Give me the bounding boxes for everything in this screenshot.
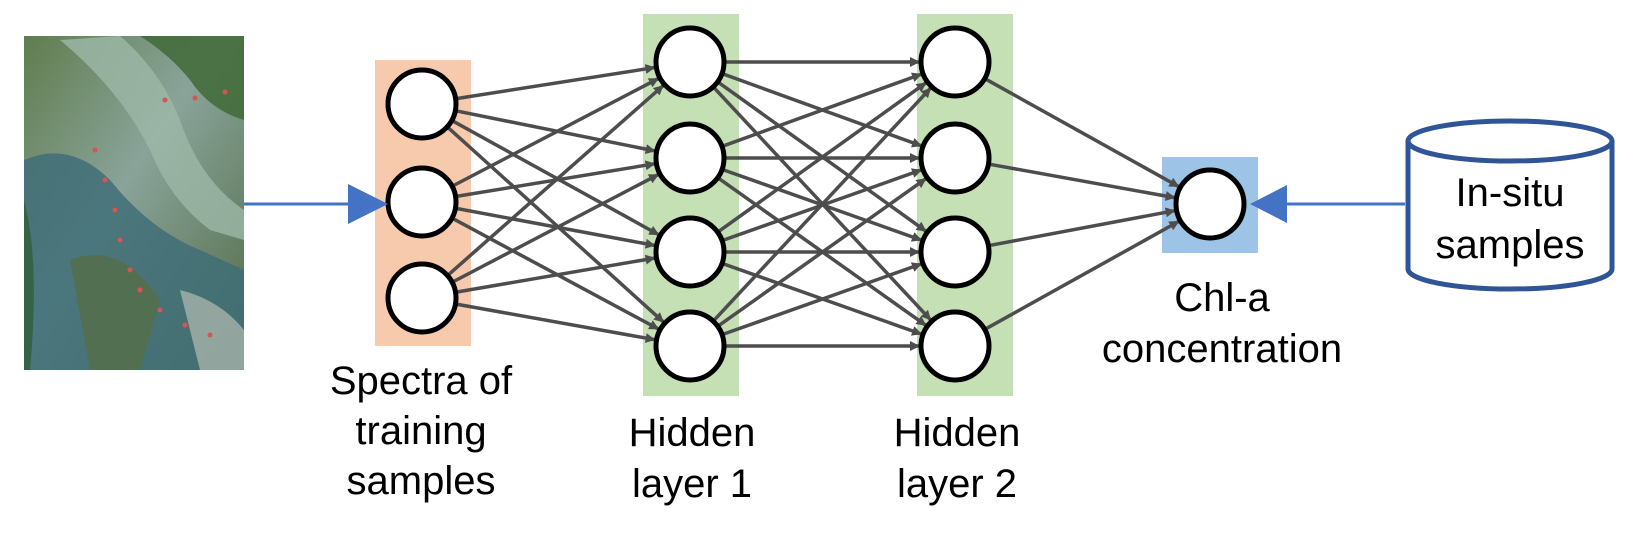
connection-hidden1-4-to-hidden2-2	[716, 177, 927, 328]
connection-hidden1-4-to-hidden2-1	[711, 87, 932, 323]
hidden-layer-1-label-line2: layer 1	[632, 462, 752, 506]
hidden1-node-3	[653, 215, 727, 289]
database-label-line1: In-situ	[1456, 171, 1565, 215]
connection-input-3-to-hidden1-3	[455, 254, 656, 294]
output-label-line1: Chl-a	[1174, 276, 1270, 320]
image-to-input-arrow	[244, 184, 388, 224]
hidden-layer-1-label-line1: Hidden	[629, 411, 756, 455]
input-node-2	[385, 165, 459, 239]
connection-input-3-to-hidden1-4	[455, 302, 656, 343]
output-label-line2: concentration	[1102, 327, 1342, 371]
input-layer-label-line2: training	[355, 409, 486, 453]
database-cylinder-icon	[1405, 118, 1615, 292]
connection-hidden2-2-to-output-1	[988, 162, 1176, 201]
connection-hidden2-1-to-output-1	[983, 77, 1180, 189]
input-layer-label-line3: samples	[347, 459, 496, 503]
connection-input-3-to-hidden1-2	[451, 173, 659, 284]
hidden2-node-2	[918, 121, 992, 195]
connection-hidden2-4-to-output-1	[983, 219, 1180, 331]
network-nodes	[385, 25, 1247, 383]
connection-input-2-to-hidden1-1	[451, 77, 659, 188]
hidden1-node-1	[653, 25, 727, 99]
connection-hidden2-3-to-output-1	[988, 207, 1176, 248]
satellite-map-image	[24, 36, 244, 370]
hidden2-node-3	[918, 215, 992, 289]
connection-hidden1-4-to-hidden2-3	[721, 262, 923, 337]
connection-input-3-to-hidden1-1	[446, 84, 665, 277]
hidden1-node-2	[653, 121, 727, 195]
input-node-1	[385, 67, 459, 141]
database-label-line2: samples	[1436, 223, 1585, 267]
hidden1-node-4	[653, 309, 727, 383]
hidden-layer-2-label-line2: layer 2	[897, 462, 1017, 506]
network-connections	[446, 57, 1180, 351]
hidden2-node-4	[918, 309, 992, 383]
connection-input-1-to-hidden1-4	[446, 125, 665, 324]
output-node-1	[1173, 167, 1247, 241]
input-node-3	[385, 261, 459, 335]
hidden2-node-1	[918, 25, 992, 99]
input-layer-label-line1: Spectra of	[330, 359, 513, 403]
database-to-output-arrow	[1250, 185, 1405, 223]
hidden-layer-2-label-line1: Hidden	[894, 411, 1021, 455]
connection-hidden1-3-to-hidden2-1	[716, 81, 927, 234]
connection-hidden1-2-to-hidden2-1	[721, 72, 923, 149]
connection-input-1-to-hidden1-1	[455, 64, 656, 101]
connection-input-1-to-hidden1-3	[450, 118, 660, 237]
